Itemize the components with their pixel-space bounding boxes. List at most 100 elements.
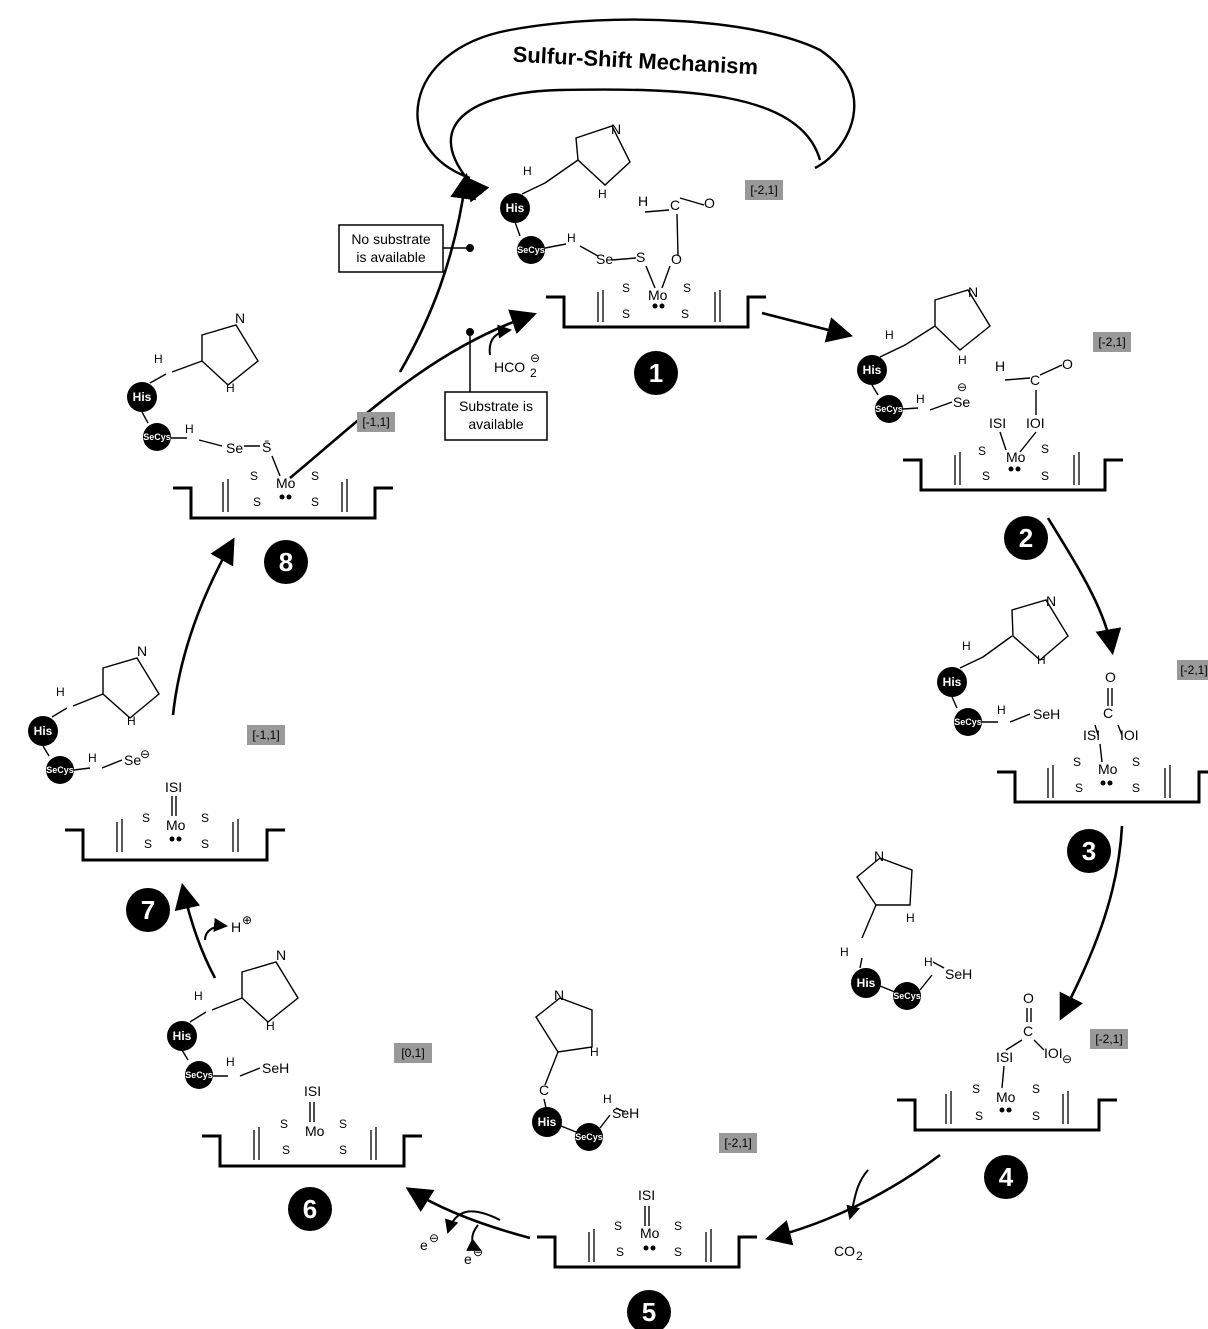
svg-text:SeCys: SeCys: [143, 432, 171, 442]
svg-text:2: 2: [1019, 523, 1033, 553]
svg-text:C: C: [539, 1082, 549, 1098]
svg-text:No substrate: No substrate: [351, 231, 431, 247]
svg-text:H: H: [958, 353, 967, 367]
svg-text:S: S: [616, 1245, 624, 1259]
svg-text:[-1,1]: [-1,1]: [362, 415, 389, 429]
svg-text:H: H: [997, 703, 1006, 717]
svg-text:ISI: ISI: [996, 1049, 1013, 1065]
step-7-structure: Mo S S S S ISI Se ⊖ H H N H His SeCys [-…: [28, 643, 285, 860]
svg-text:H: H: [56, 685, 65, 699]
svg-text:e: e: [464, 1251, 472, 1267]
svg-text:CO: CO: [834, 1243, 855, 1259]
diagram-title: Sulfur-Shift Mechanism: [512, 42, 759, 80]
step-2-number: 2: [1004, 516, 1048, 560]
svg-text:C: C: [1103, 705, 1113, 721]
svg-text:Mo: Mo: [996, 1089, 1016, 1105]
svg-text:HCO: HCO: [494, 359, 525, 375]
svg-text:H: H: [185, 422, 194, 436]
svg-text:SeCys: SeCys: [893, 991, 921, 1001]
co2-label: CO 2: [834, 1243, 863, 1263]
svg-text:ISI: ISI: [989, 415, 1006, 431]
svg-text:SeCys: SeCys: [517, 245, 545, 255]
svg-text:His: His: [538, 1115, 557, 1129]
svg-text:S: S: [982, 469, 990, 483]
arrow-5-to-6: [410, 1190, 530, 1238]
svg-text:⊖: ⊖: [530, 351, 540, 365]
svg-text:SeCys: SeCys: [46, 765, 74, 775]
step-3-number: 3: [1067, 829, 1111, 873]
arrow-2-to-3: [1048, 518, 1112, 650]
svg-text:S: S: [250, 469, 258, 483]
svg-text:S: S: [1132, 781, 1140, 795]
svg-text:H: H: [906, 911, 915, 925]
svg-text:S: S: [144, 837, 152, 851]
svg-text:[-2,1]: [-2,1]: [1180, 663, 1207, 677]
svg-text:⊖: ⊖: [473, 1245, 483, 1259]
step-7-number: 7: [126, 888, 170, 932]
svg-text:available: available: [468, 416, 523, 432]
svg-text:O: O: [704, 195, 715, 211]
step-4-number: 4: [984, 1155, 1028, 1199]
svg-text:N: N: [1046, 593, 1056, 609]
svg-text:3: 3: [1082, 836, 1096, 866]
svg-text:S: S: [142, 811, 150, 825]
step-8-structure: Mo S S S S Se S̄ H H N H His SeCys [-1,1…: [127, 310, 395, 518]
svg-text:N: N: [235, 310, 245, 326]
svg-text:SeH: SeH: [262, 1060, 289, 1076]
svg-text:Mo: Mo: [640, 1225, 660, 1241]
arrow-8-to-title: [400, 178, 466, 372]
svg-text:SeCys: SeCys: [185, 1070, 213, 1080]
svg-text:2: 2: [530, 366, 537, 380]
cycle-arrows: [173, 178, 1122, 1238]
step-3-structure: Mo S S S S ISI IOI C O SeH H H N H His S…: [937, 593, 1208, 802]
svg-text:SeCys: SeCys: [575, 1132, 603, 1142]
svg-text:O: O: [671, 251, 682, 267]
svg-text:5: 5: [642, 1297, 656, 1327]
svg-text:is available: is available: [356, 249, 425, 265]
step-5-number: 5: [627, 1290, 671, 1329]
svg-text:Se: Se: [124, 752, 141, 768]
svg-text:SeCys: SeCys: [875, 404, 903, 414]
title-loop: Sulfur-Shift Mechanism: [418, 20, 855, 180]
svg-text:S: S: [1041, 442, 1049, 456]
svg-text:S: S: [683, 281, 691, 295]
svg-text:S: S: [311, 495, 319, 509]
hco2-label: HCO 2 ⊖: [494, 351, 540, 380]
step-1-structure: Mo S S S S Se S O C O H N H H H His SeCy…: [500, 121, 783, 327]
step-6-structure: Mo S S S S ISI SeH H H N H His SeCys [0,…: [167, 947, 432, 1166]
svg-text:H: H: [598, 187, 607, 201]
svg-text:Se: Se: [226, 440, 243, 456]
svg-text:Mo: Mo: [648, 287, 668, 303]
svg-text:S: S: [339, 1117, 347, 1131]
svg-text:S: S: [280, 1117, 288, 1131]
svg-text:[-2,1]: [-2,1]: [750, 183, 777, 197]
svg-text:⊖: ⊖: [429, 1231, 439, 1245]
svg-text:7: 7: [141, 895, 155, 925]
svg-text:O: O: [1105, 669, 1116, 685]
svg-text:His: His: [34, 724, 53, 738]
svg-text:S: S: [201, 811, 209, 825]
svg-text:ISI: ISI: [304, 1083, 321, 1099]
svg-text:Mo: Mo: [1098, 761, 1118, 777]
svg-text:⊖: ⊖: [1062, 1052, 1072, 1066]
svg-text:IOI: IOI: [1026, 415, 1045, 431]
arrow-1-to-2: [762, 313, 848, 335]
svg-text:Mo: Mo: [166, 817, 186, 833]
svg-text:SeH: SeH: [945, 966, 972, 982]
svg-text:S: S: [674, 1245, 682, 1259]
svg-text:His: His: [506, 201, 525, 215]
electron-labels: e ⊖ e ⊖: [420, 1231, 483, 1267]
svg-text:S: S: [636, 249, 645, 265]
step-8-number: 8: [264, 540, 308, 584]
svg-text:H: H: [88, 751, 97, 765]
svg-text:ISI: ISI: [165, 779, 182, 795]
svg-text:[-2,1]: [-2,1]: [724, 1136, 751, 1150]
svg-text:Mo: Mo: [1006, 449, 1026, 465]
svg-text:H: H: [916, 392, 925, 406]
svg-text:S: S: [622, 307, 630, 321]
svg-text:S: S: [1041, 469, 1049, 483]
svg-text:C: C: [670, 197, 680, 213]
step-5-structure: Mo S S S S ISI SeH H C N H His SeCys [-2…: [532, 987, 757, 1267]
svg-text:S: S: [674, 1219, 682, 1233]
